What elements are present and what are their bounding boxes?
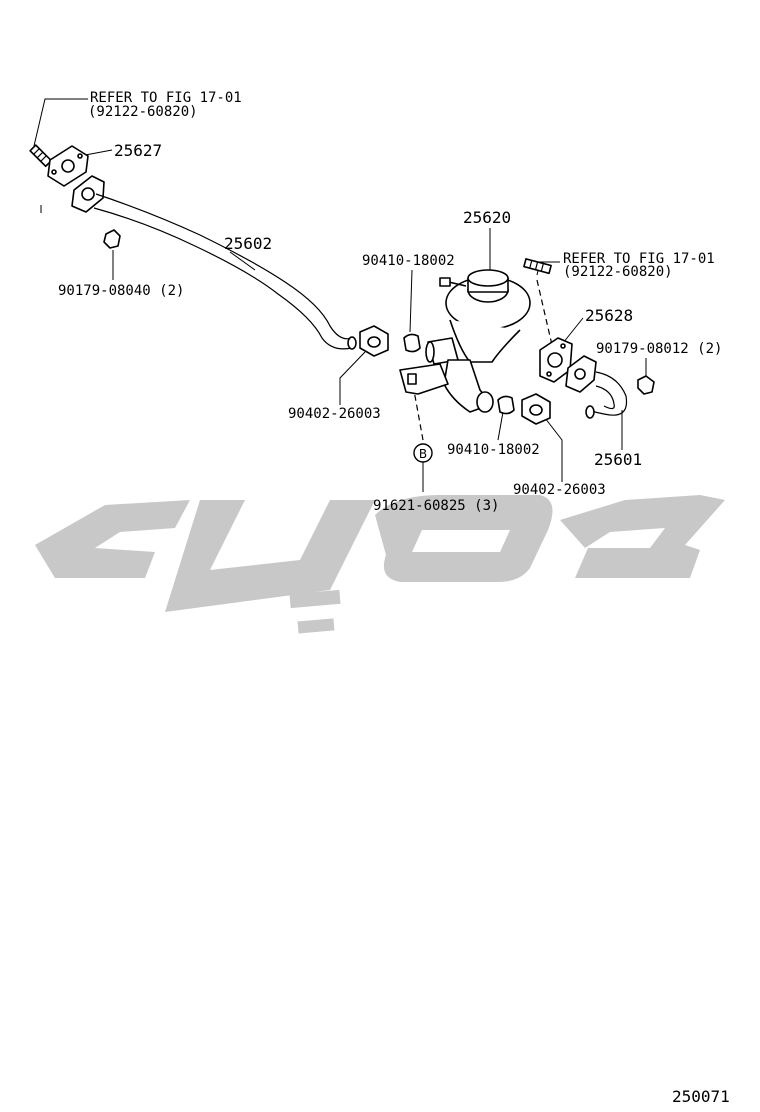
egr-pipe-25601 bbox=[565, 355, 628, 419]
label-refer-top-left: REFER TO FIG 17-01 bbox=[90, 90, 242, 106]
figure-number: 250071 bbox=[672, 1087, 730, 1106]
gasket-25627 bbox=[47, 145, 89, 187]
label-union-nut-left: 90402-26003 bbox=[288, 406, 381, 422]
label-gasket-25627: 25627 bbox=[114, 141, 162, 160]
union-nut-left bbox=[359, 325, 389, 357]
label-egr-valve: 25620 bbox=[463, 208, 511, 227]
label-union-nut-right: 90402-26003 bbox=[513, 482, 606, 498]
bolt-symbol-letter: B bbox=[419, 447, 427, 461]
egr-pipe-25602 bbox=[71, 175, 357, 350]
stud-bolt-left bbox=[29, 144, 53, 168]
nut-right bbox=[637, 375, 655, 395]
label-bolt: 91621-60825 (3) bbox=[373, 498, 499, 514]
bolt-symbol: B bbox=[413, 443, 433, 463]
gasket-ring-upper bbox=[403, 333, 421, 353]
gasket-ring-lower bbox=[497, 395, 515, 415]
watermark-logo bbox=[35, 495, 725, 634]
nut-left bbox=[103, 229, 121, 249]
label-gasket-upper: 90410-18002 bbox=[362, 253, 455, 269]
stud-bolt-right bbox=[523, 258, 552, 275]
label-pipe-25601: 25601 bbox=[594, 450, 642, 469]
egr-valve-25620 bbox=[399, 269, 531, 413]
label-pipe-25602: 25602 bbox=[224, 234, 272, 253]
label-nut-right: 90179-08012 (2) bbox=[596, 341, 722, 357]
label-refer-top-left-sub: (92122-60820) bbox=[88, 104, 198, 120]
label-refer-right-sub: (92122-60820) bbox=[563, 264, 673, 280]
label-refer-right: REFER TO FIG 17-01 bbox=[563, 251, 715, 267]
label-gasket-25628: 25628 bbox=[585, 306, 633, 325]
union-nut-right bbox=[521, 393, 551, 425]
label-gasket-lower: 90410-18002 bbox=[447, 442, 540, 458]
label-nut-left: 90179-08040 (2) bbox=[58, 283, 184, 299]
